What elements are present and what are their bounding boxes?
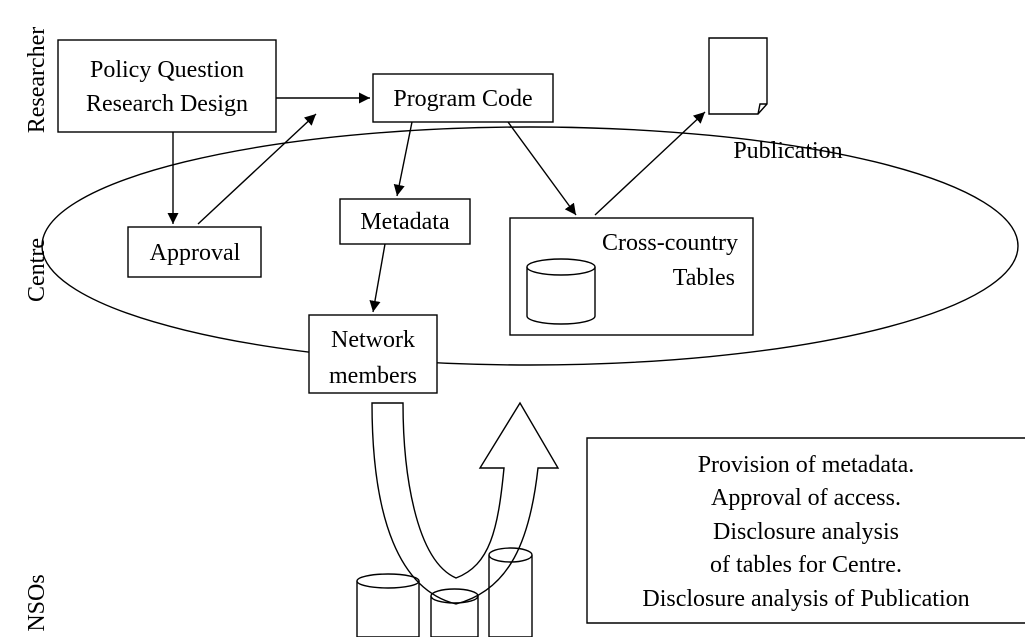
- nso-responsibilities-note: Provision of metadata. Approval of acces…: [586, 437, 1025, 624]
- nso-database-icon-1: [356, 573, 420, 638]
- arrow-metadata-to-network: [369, 243, 386, 313]
- arrow-approval-to-program: [197, 113, 317, 225]
- network-label: Network: [331, 327, 415, 353]
- note-line-2: Approval of access.: [711, 485, 901, 511]
- policy-question-label: Policy Question: [90, 57, 244, 83]
- arrow-tables-to-publication: [594, 111, 706, 216]
- note-line-5: Disclosure analysis of Publication: [642, 586, 969, 612]
- policy-question-box: [57, 39, 277, 133]
- centre-database-icon: [526, 258, 596, 325]
- tables-label: Tables: [673, 265, 735, 291]
- program-code-label: Program Code: [393, 86, 532, 112]
- note-line-4: of tables for Centre.: [710, 552, 902, 578]
- approval-label: Approval: [150, 240, 241, 266]
- members-label: members: [329, 363, 417, 389]
- nso-database-icon-2: [430, 588, 479, 638]
- publication-document-icon: [708, 37, 768, 115]
- metadata-box: [339, 198, 471, 245]
- approval-box: [127, 226, 262, 278]
- publication-label: Publication: [733, 138, 842, 164]
- note-line-3: Disclosure analysis: [713, 519, 899, 545]
- nso-exchange-u-arrow: [371, 401, 560, 605]
- arrow-program-to-tables: [507, 121, 577, 216]
- note-line-1: Provision of metadata.: [698, 452, 915, 478]
- cross-country-label: Cross-country: [602, 230, 738, 256]
- publication-document-fold: [757, 103, 767, 115]
- network-members-box: [308, 314, 438, 394]
- lane-label-nsos: NSOs: [24, 574, 50, 631]
- program-code-box: [372, 73, 554, 123]
- centre-ellipse: [41, 126, 1019, 366]
- lane-label-researcher: Researcher: [24, 27, 50, 134]
- nso-database-icon-3: [488, 547, 533, 638]
- metadata-label: Metadata: [360, 209, 450, 235]
- research-design-label: Research Design: [86, 91, 248, 117]
- lane-label-centre: Centre: [24, 238, 50, 302]
- arrow-program-to-metadata: [393, 121, 413, 197]
